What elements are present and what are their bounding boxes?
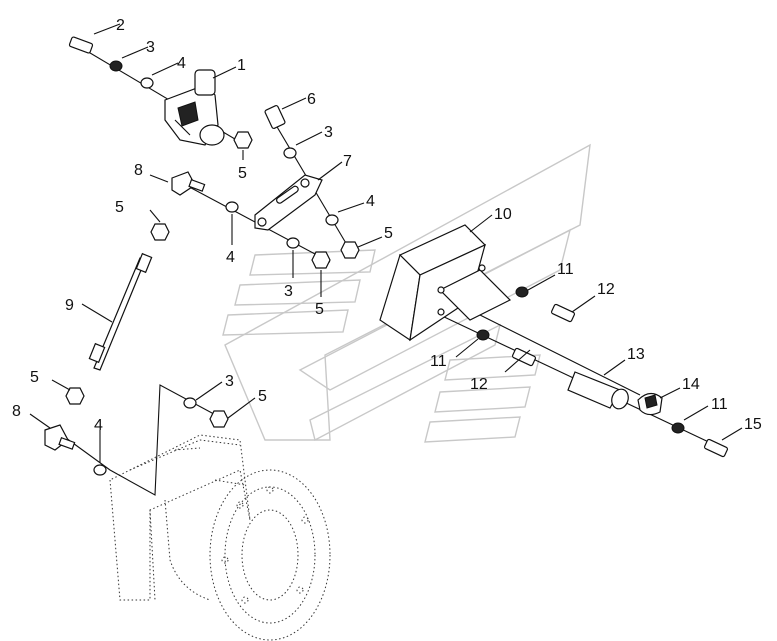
callout-12: 12 bbox=[597, 281, 615, 298]
callout-11: 11 bbox=[557, 261, 574, 278]
callout-5: 5 bbox=[258, 388, 267, 405]
ball-joints-8 bbox=[44, 171, 206, 451]
callout-12: 12 bbox=[470, 376, 488, 393]
callout-10: 10 bbox=[494, 206, 512, 223]
callout-8: 8 bbox=[134, 162, 143, 179]
callout-5: 5 bbox=[115, 199, 124, 216]
cylinder-part-13 bbox=[567, 371, 629, 410]
callout-4: 4 bbox=[94, 417, 103, 434]
hardware bbox=[65, 36, 729, 476]
sensor-part-1 bbox=[164, 69, 225, 146]
rod-part-9 bbox=[88, 252, 153, 371]
callout-4: 4 bbox=[226, 249, 235, 266]
callout-3: 3 bbox=[284, 283, 293, 300]
callout-2: 2 bbox=[116, 17, 125, 34]
callout-8: 8 bbox=[12, 403, 21, 420]
bracket-part-10 bbox=[379, 224, 512, 342]
callout-11: 11 bbox=[430, 353, 447, 370]
clamp-part-14 bbox=[637, 392, 663, 416]
callout-13: 13 bbox=[627, 346, 645, 363]
callout-4: 4 bbox=[366, 193, 375, 210]
callout-labels: 2 3 4 1 6 3 5 7 8 5 4 4 5 3 5 10 11 12 9… bbox=[12, 17, 762, 434]
callout-5: 5 bbox=[238, 165, 247, 182]
axle-housing bbox=[109, 434, 331, 641]
callout-14: 14 bbox=[682, 376, 700, 393]
callout-5: 5 bbox=[315, 301, 324, 318]
callout-5: 5 bbox=[384, 225, 393, 242]
callout-3: 3 bbox=[324, 124, 333, 141]
callout-9: 9 bbox=[65, 297, 74, 314]
guide-lines bbox=[54, 46, 716, 496]
callout-6: 6 bbox=[307, 91, 316, 108]
callout-1: 1 bbox=[237, 57, 246, 74]
callout-4: 4 bbox=[177, 55, 186, 72]
callout-3: 3 bbox=[225, 373, 234, 390]
callout-7: 7 bbox=[343, 153, 352, 170]
callout-11: 11 bbox=[711, 396, 728, 413]
callout-15: 15 bbox=[744, 416, 762, 433]
callout-3: 3 bbox=[146, 39, 155, 56]
callout-leaders bbox=[29, 23, 743, 463]
callout-5: 5 bbox=[30, 369, 39, 386]
lever-part-7 bbox=[254, 174, 323, 231]
